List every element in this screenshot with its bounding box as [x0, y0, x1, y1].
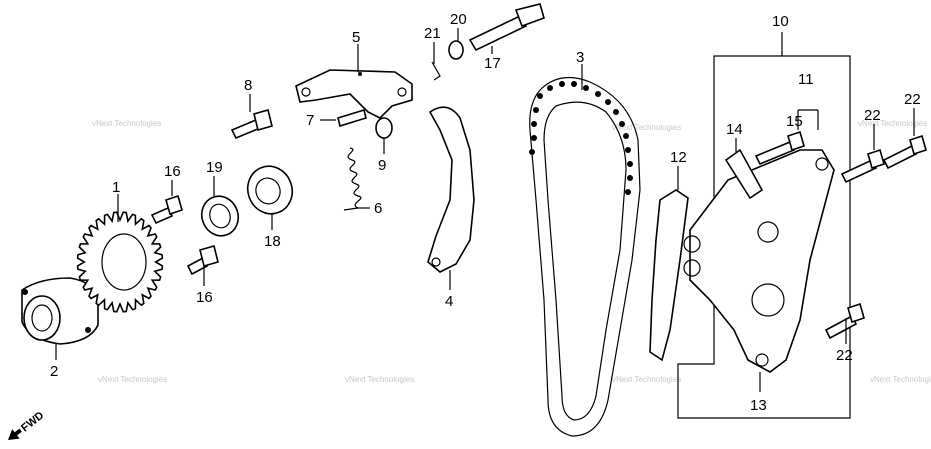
callouts: 1 2 3 4 5 6 7 8 9 10 11 12 13 14 15 16 1…: [50, 11, 921, 414]
chain-link: [627, 175, 633, 181]
arrow-left-icon: [8, 428, 22, 440]
chain-link: [627, 161, 633, 167]
callout-17: 17: [484, 55, 501, 72]
part-washer-20: [448, 40, 464, 60]
part-nut: [246, 165, 294, 215]
part-bolt-7: [337, 108, 367, 128]
part-guide-plate: [683, 149, 835, 373]
chain-link: [605, 99, 611, 105]
callout-19: 19: [206, 159, 223, 176]
part-flange-holder: [21, 277, 99, 345]
chain-link: [625, 147, 631, 153]
callout-16-upper: 16: [164, 163, 181, 180]
callout-13: 13: [750, 397, 767, 414]
callout-5: 5: [352, 29, 360, 46]
callout-8: 8: [244, 77, 252, 94]
chain-link: [613, 109, 619, 115]
callout-16-lower: 16: [196, 289, 213, 306]
part-chain-guide: [649, 189, 689, 362]
callout-2: 2: [50, 363, 58, 380]
part-chain: [529, 76, 641, 437]
callout-4: 4: [445, 293, 453, 310]
callout-7: 7: [306, 112, 314, 129]
part-bolt-15: [754, 130, 805, 166]
watermarks: vNext Technologies vNext Technologies vN…: [92, 119, 931, 384]
part-bolt-lower: [186, 245, 219, 276]
part-tensioner-slipper: [427, 106, 475, 273]
part-tensioner-arm: [295, 69, 413, 119]
callout-18: 18: [264, 233, 281, 250]
chain-link: [559, 81, 565, 87]
callout-1: 1: [112, 179, 120, 196]
fwd-label: FWD: [19, 410, 46, 435]
callout-22-b: 22: [904, 91, 921, 108]
part-collar: [375, 117, 393, 139]
callout-15: 15: [786, 113, 803, 130]
callout-6: 6: [374, 200, 382, 217]
part-pin: [468, 3, 545, 52]
chain-link: [537, 93, 543, 99]
part-bolt-upper: [150, 194, 183, 225]
part-tab: [724, 148, 764, 200]
sprocket-hub: [101, 233, 147, 291]
watermark: vNext Technologies: [612, 123, 681, 132]
chain-link: [619, 121, 625, 127]
watermark: vNext Technologies: [345, 375, 414, 384]
chain-link: [625, 189, 631, 195]
part-bolt-22c: [824, 302, 865, 340]
callout-3: 3: [576, 49, 584, 66]
watermark: vNext Technologies: [612, 375, 681, 384]
callout-14: 14: [726, 121, 743, 138]
part-washer: [200, 195, 240, 237]
watermark: vNext Technologies: [92, 119, 161, 128]
callout-22-a: 22: [864, 107, 881, 124]
watermark: vNext Technologies: [98, 375, 167, 384]
part-spring: [343, 147, 362, 211]
assembly-box: [677, 32, 851, 419]
callout-22-c: 22: [836, 347, 853, 364]
part-sprocket: [76, 211, 164, 313]
part-bolt-22a: [840, 148, 885, 184]
part-bolt-22b: [882, 134, 927, 170]
chain-link: [533, 107, 539, 113]
callout-20: 20: [450, 11, 467, 28]
fwd-indicator: FWD: [8, 410, 46, 440]
sprocket-teeth: [76, 211, 164, 313]
part-clip: [431, 61, 441, 81]
watermark: vNext Technologies: [870, 375, 931, 384]
chain-link: [595, 91, 601, 97]
part-bolt-8: [230, 109, 273, 140]
chain-link: [529, 149, 535, 155]
chain-link: [531, 121, 537, 127]
chain-link: [583, 85, 589, 91]
chain-link: [547, 85, 553, 91]
callout-21: 21: [424, 25, 441, 42]
callout-12: 12: [670, 149, 687, 166]
callout-11: 11: [798, 71, 814, 88]
leader-lines: [55, 28, 915, 392]
chain-link: [531, 135, 537, 141]
chain-link: [571, 81, 577, 87]
callout-10: 10: [772, 13, 789, 30]
callout-9: 9: [378, 157, 386, 174]
watermark: vNext Technologies: [858, 119, 927, 128]
chain-link: [623, 133, 629, 139]
